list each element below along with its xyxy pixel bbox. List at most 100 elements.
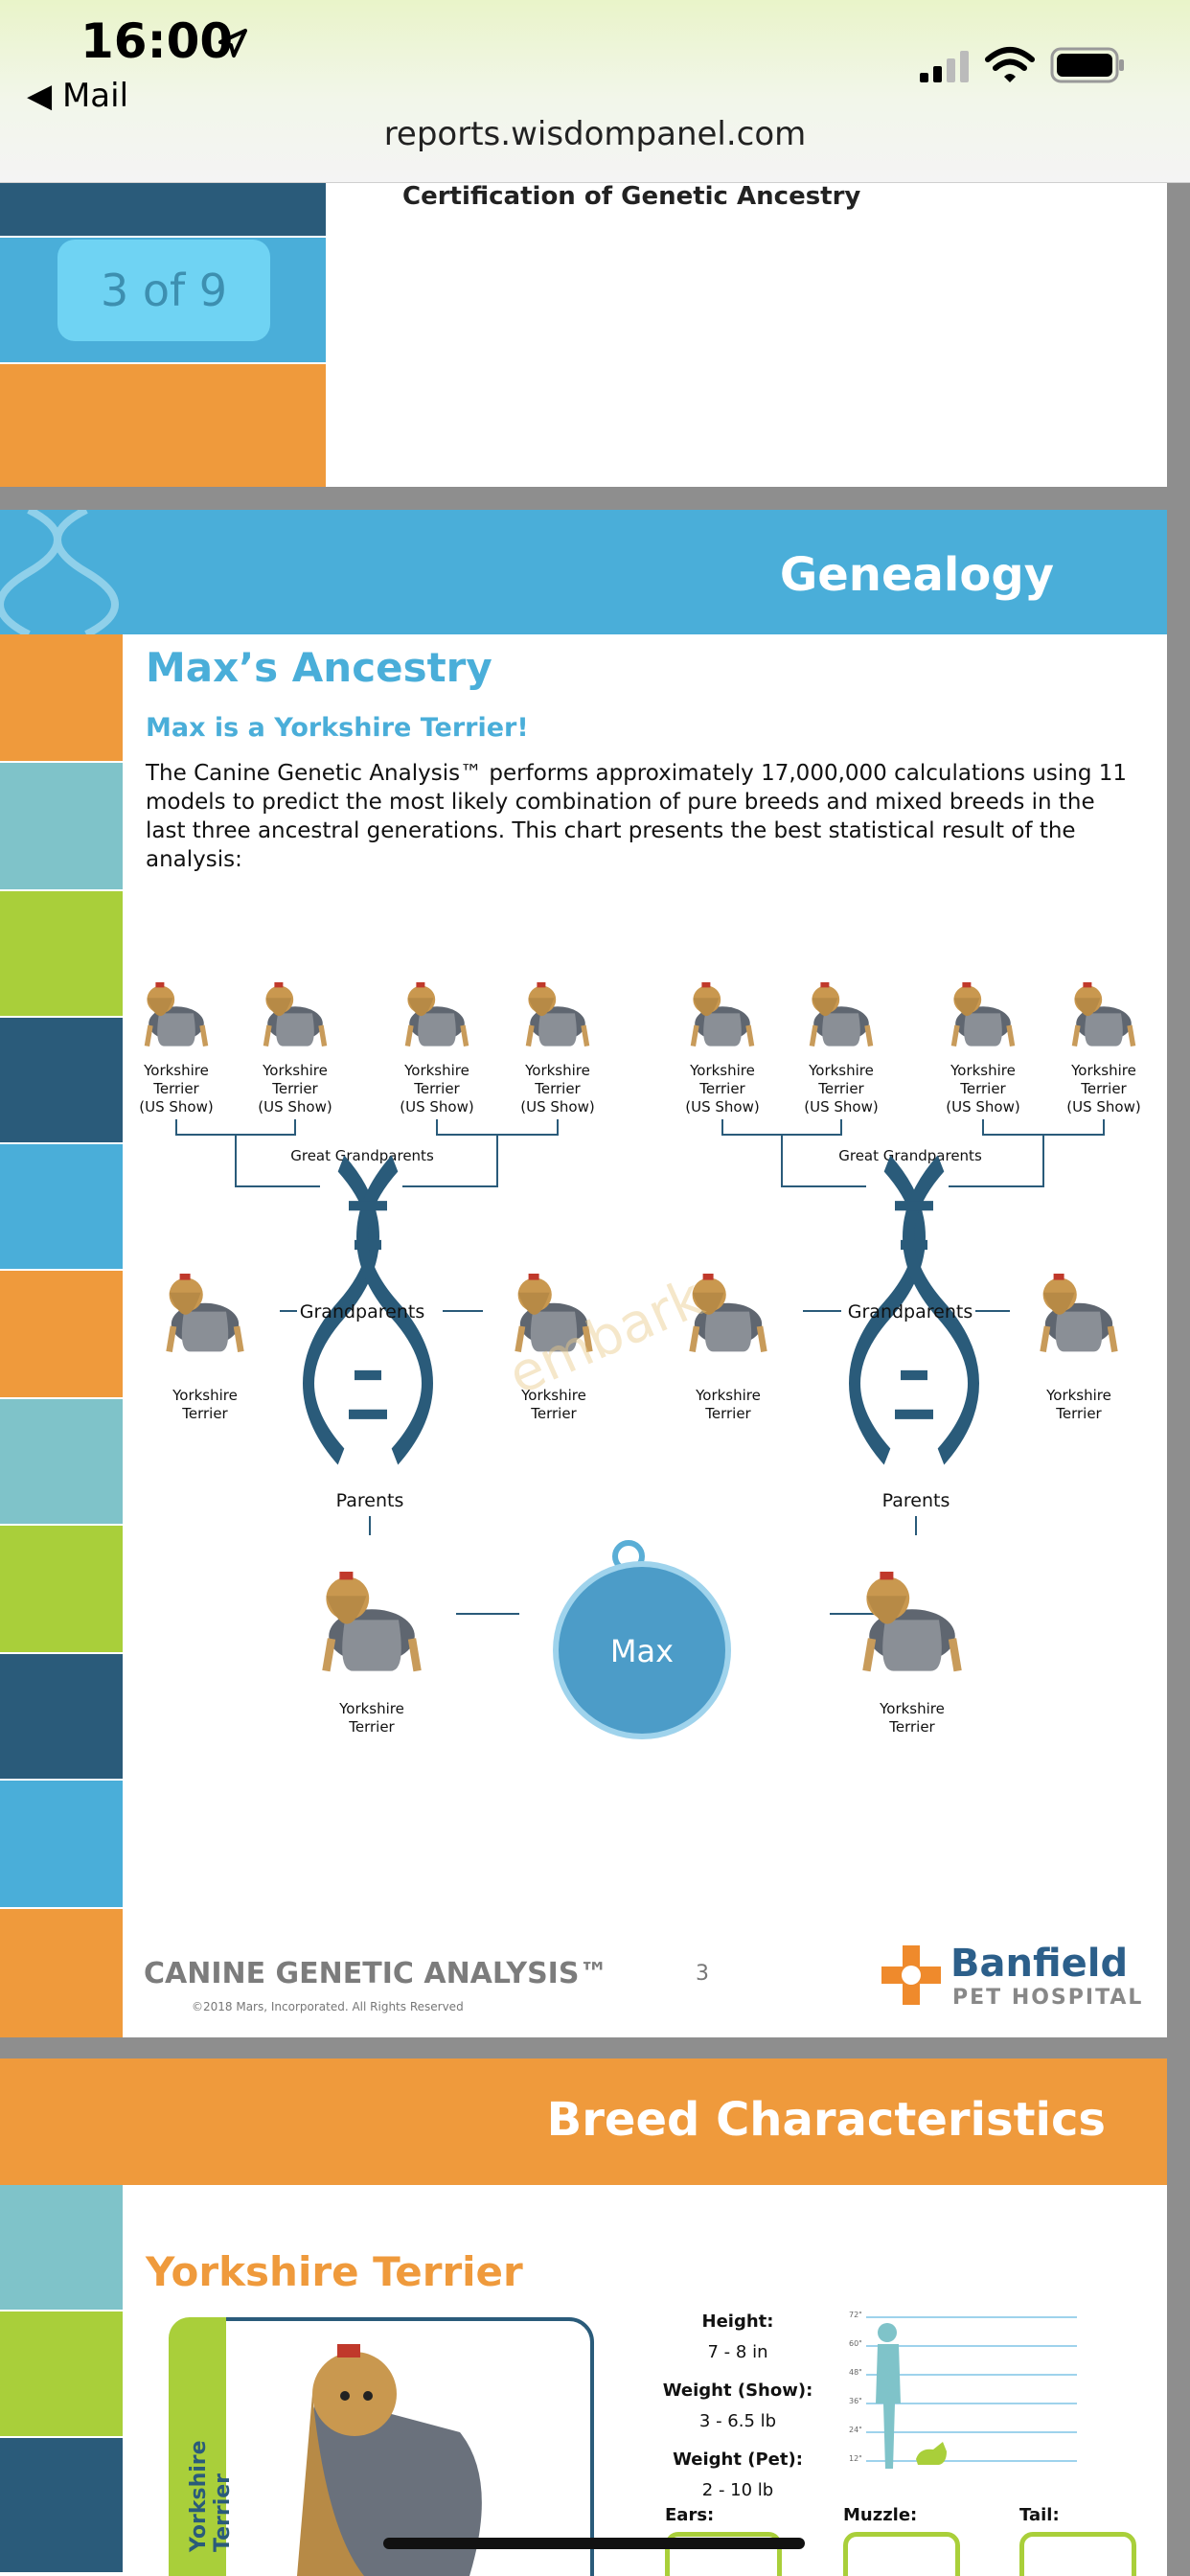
gg-label-line3: (US Show) — [804, 1098, 878, 1116]
grandparents-label: Grandparents — [300, 1301, 424, 1322]
strip-block — [0, 1144, 123, 1269]
scale-tick: 12" — [849, 2454, 862, 2463]
page-indicator: 3 of 9 — [57, 240, 270, 341]
cut-heading: Certification of Genetic Ancestry — [402, 182, 861, 211]
scale-tick: 36" — [849, 2397, 862, 2405]
height-value: 7 - 8 in — [707, 2342, 768, 2362]
strip-block — [0, 763, 123, 889]
parent-label-line2: Terrier — [888, 1718, 935, 1736]
gg-label-line2: Terrier — [817, 1080, 864, 1097]
strip-block — [0, 1399, 123, 1524]
address-bar-url[interactable]: reports.wisdompanel.com — [383, 115, 807, 153]
gp-label-line2: Terrier — [181, 1405, 228, 1422]
great-grandparent-dog — [265, 982, 324, 1046]
great-grandparents-label: Great Grandparents — [290, 1147, 434, 1164]
dog-name: Max — [610, 1633, 674, 1669]
gg-label-line2: Terrier — [959, 1080, 1006, 1097]
dog-tag-icon — [553, 1540, 731, 1739]
gg-label-line2: Terrier — [152, 1080, 199, 1097]
gg-label-line1: Yorkshire — [524, 1062, 590, 1079]
scale-tick: 48" — [849, 2368, 862, 2377]
person-silhouette-icon — [876, 2323, 901, 2469]
strip-block — [0, 1271, 123, 1397]
gg-label-line1: Yorkshire — [403, 1062, 469, 1079]
strip-block — [0, 1909, 123, 2037]
gg-label-line1: Yorkshire — [1070, 1062, 1136, 1079]
footer-page-number: 3 — [696, 1962, 709, 1986]
gg-label-line1: Yorkshire — [950, 1062, 1016, 1079]
footer-copyright: ©2018 Mars, Incorporated. All Rights Res… — [192, 2000, 464, 2013]
weight-pet-label: Weight (Pet): — [673, 2450, 803, 2470]
gg-label-line2: Terrier — [698, 1080, 745, 1097]
weight-show-value: 3 - 6.5 lb — [698, 2411, 777, 2431]
parents-label: Parents — [882, 1490, 950, 1511]
gg-label-line3: (US Show) — [520, 1098, 594, 1116]
great-grandparent-dog — [1074, 982, 1133, 1046]
gp-label-line1: Yorkshire — [1045, 1387, 1111, 1404]
gg-label-line1: Yorkshire — [262, 1062, 328, 1079]
gg-label-line3: (US Show) — [1066, 1098, 1140, 1116]
gg-label-line2: Terrier — [534, 1080, 581, 1097]
back-to-mail-link[interactable]: ◀ Mail — [27, 77, 129, 115]
great-grandparent-dog — [147, 982, 205, 1046]
strip-block — [0, 2312, 123, 2436]
gg-label-line2: Terrier — [413, 1080, 460, 1097]
banfield-logo-icon — [881, 1945, 941, 2005]
great-grandparent-dog — [953, 982, 1012, 1046]
strip-block — [0, 1018, 123, 1142]
strip-block — [0, 2438, 123, 2572]
gp-label-line2: Terrier — [1055, 1405, 1102, 1422]
cellular-signal-icon — [920, 51, 969, 82]
parent-label-line1: Yorkshire — [879, 1700, 945, 1717]
strip-block — [0, 2185, 123, 2310]
gg-label-line3: (US Show) — [258, 1098, 332, 1116]
dna-strip-orange — [0, 364, 326, 487]
breed-card-side — [169, 2317, 226, 2576]
ancestry-heading: Max’s Ancestry — [146, 644, 492, 691]
banfield-subtitle: PET HOSPITAL — [952, 1986, 1144, 2010]
yorkshire-terrier-illustration — [297, 2344, 482, 2576]
breed-title: Yorkshire Terrier — [146, 2248, 523, 2295]
gg-label-line3: (US Show) — [946, 1098, 1019, 1116]
gg-label-line3: (US Show) — [400, 1098, 473, 1116]
gg-label-line2: Terrier — [271, 1080, 318, 1097]
battery-icon — [1050, 47, 1124, 83]
scale-tick: 72" — [849, 2311, 862, 2319]
home-indicator[interactable] — [383, 2538, 805, 2549]
strip-block — [0, 1654, 123, 1779]
tail-label: Tail: — [1019, 2505, 1060, 2525]
gg-label-line1: Yorkshire — [808, 1062, 874, 1079]
ancestry-description: The Canine Genetic Analysis™ performs ap… — [146, 761, 1127, 872]
ears-illustration — [665, 2532, 782, 2576]
parents-label: Parents — [336, 1490, 404, 1511]
status-time: 16:00 — [80, 13, 234, 69]
banfield-name: Banfield — [950, 1942, 1129, 1986]
scale-tick: 24" — [849, 2426, 862, 2434]
muzzle-illustration — [843, 2532, 960, 2576]
great-grandparents-label: Great Grandparents — [838, 1147, 982, 1164]
gg-label-line3: (US Show) — [139, 1098, 213, 1116]
strip-block — [0, 634, 123, 761]
gp-label-line1: Yorkshire — [520, 1387, 586, 1404]
great-grandparent-dog — [528, 982, 586, 1046]
parent-dog — [326, 1572, 417, 1671]
footer-brand: CANINE GENETIC ANALYSIS™ — [144, 1957, 608, 1990]
browser-top-bar: 16:00 ◀ Mail reports.wisdompanel.com — [0, 0, 1190, 183]
grandparents-label: Grandparents — [848, 1301, 973, 1322]
breed-characteristics-pdf-page: Breed Characteristics Yorkshire Terrier … — [0, 2058, 1167, 2576]
gg-label-line1: Yorkshire — [143, 1062, 209, 1079]
weight-pet-value: 2 - 10 lb — [701, 2480, 774, 2500]
strip-block — [0, 1781, 123, 1907]
gp-label-line1: Yorkshire — [172, 1387, 238, 1404]
ears-label: Ears: — [665, 2505, 715, 2525]
grandparent-dog — [170, 1274, 241, 1351]
gg-label-line1: Yorkshire — [689, 1062, 755, 1079]
tail-illustration — [1019, 2532, 1136, 2576]
muzzle-label: Muzzle: — [843, 2505, 918, 2525]
ancestry-subheading: Max is a Yorkshire Terrier! — [146, 713, 529, 743]
location-arrow-icon — [218, 29, 247, 58]
weight-show-label: Weight (Show): — [662, 2380, 813, 2401]
small-dog-silhouette-icon — [916, 2442, 947, 2465]
dna-side-strip — [0, 634, 123, 2037]
height-scale-chart: 72" 60" 48" 36" 24" 12" — [849, 2311, 1077, 2469]
